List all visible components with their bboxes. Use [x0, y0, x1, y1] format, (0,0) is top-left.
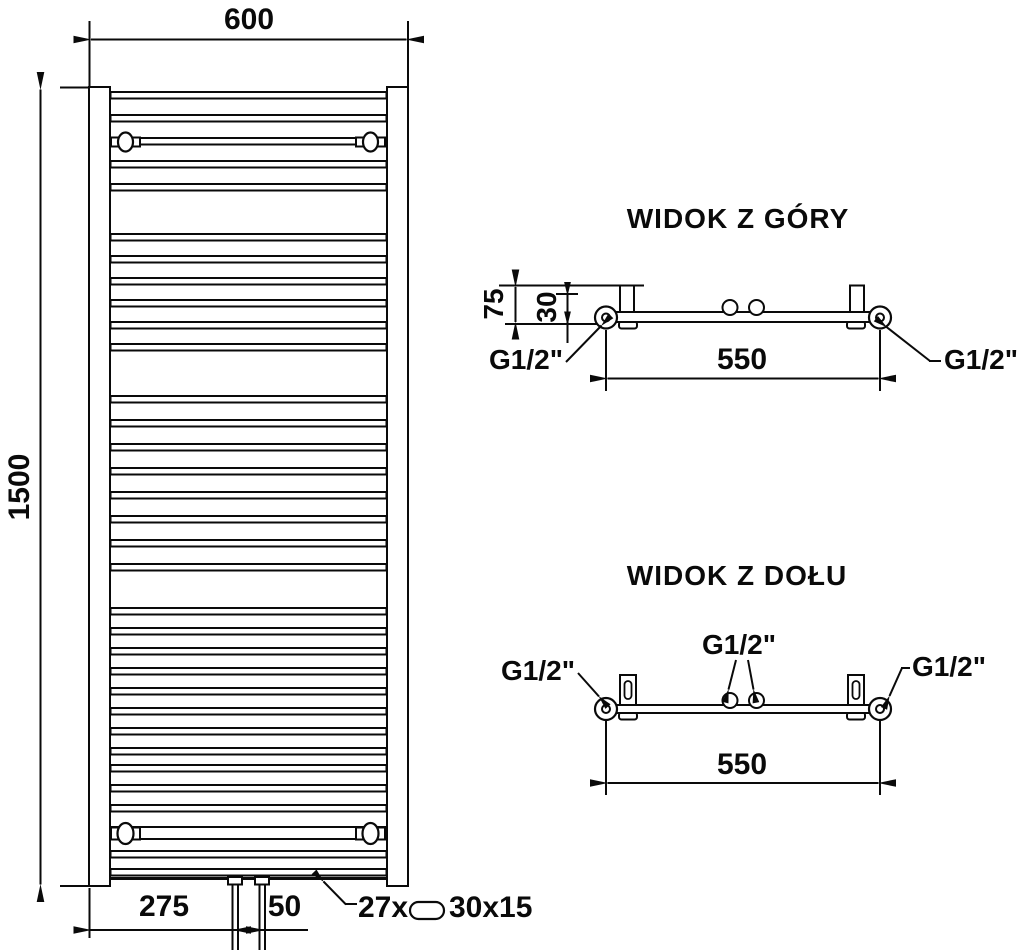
radiator-rung [109, 443, 388, 452]
rung-count-label: 27x [358, 891, 409, 924]
bracket-right [849, 284, 865, 313]
radiator-rung [109, 277, 388, 286]
rung-annotation [311, 869, 446, 921]
dim-height-1500 [36, 72, 90, 902]
dim-pipe-offset-label: 275 [138, 890, 190, 923]
top-view [499, 269, 941, 391]
radiator-rung [109, 687, 388, 696]
dim-centers-bottom-label: 550 [716, 748, 768, 781]
end-connection-left [593, 305, 619, 330]
bracket-left [619, 284, 635, 313]
radiator-rung [109, 255, 388, 264]
radiator-rung [109, 183, 388, 192]
radiator-rung [109, 114, 388, 123]
dim-width-label: 600 [223, 3, 275, 36]
radiator-rung [109, 707, 388, 716]
dim-pipe-spacing-label: 50 [267, 890, 302, 923]
bottom-view-title: WIDOK Z DOŁU [626, 560, 848, 591]
dim-centers-550-bottom [590, 721, 896, 795]
top-view-title: WIDOK Z GÓRY [626, 203, 850, 234]
radiator-rung [109, 826, 388, 840]
radiator-rung [109, 91, 388, 100]
end-connection-right [867, 696, 893, 722]
radiator-rung [109, 539, 388, 548]
center-connection-2 [748, 692, 765, 709]
radiator-rung [109, 137, 388, 146]
bracket-slot-right [851, 680, 861, 700]
dim-depth-label: 75 [478, 288, 509, 320]
wall-brackets-front [110, 131, 386, 846]
radiator-rung [109, 515, 388, 524]
dim-centers-top-label: 550 [716, 343, 768, 376]
radiator-rung [109, 607, 388, 616]
center-connection-2 [748, 299, 765, 316]
radiator-profile-bar [611, 311, 882, 323]
radiator-rung [109, 419, 388, 428]
radiator-rung [109, 804, 388, 813]
radiator-rung [109, 784, 388, 793]
end-connection-right [867, 305, 893, 330]
dim-centers-550-top [590, 330, 896, 391]
radiator-rung [109, 647, 388, 656]
radiator-rung [109, 747, 388, 756]
radiator-rung [109, 667, 388, 676]
rung-group [109, 91, 388, 877]
connection-left-bottom-label: G1/2" [501, 655, 575, 686]
radiator-rung [109, 299, 388, 308]
connection-left-top-label: G1/2" [489, 344, 563, 375]
connection-right-top-label: G1/2" [944, 344, 1018, 375]
connection-center-label: G1/2" [702, 629, 776, 660]
bottom-view [577, 659, 910, 795]
right-collector-tube [386, 86, 409, 887]
radiator-rung [109, 764, 388, 773]
dim-bottom-275-50 [73, 888, 308, 938]
bracket-left [619, 674, 637, 706]
bracket-slot-left [623, 680, 633, 700]
radiator-rung [109, 627, 388, 636]
radiator-rung [109, 343, 388, 352]
dim-width-600 [73, 21, 424, 86]
g12-leaders-top [565, 313, 941, 363]
center-connection-1 [721, 692, 739, 709]
dim-height-label: 1500 [3, 453, 36, 521]
radiator-rung [109, 321, 388, 330]
radiator-rung [109, 727, 388, 736]
dim-axis-label: 30 [531, 291, 562, 323]
radiator-profile-bar [611, 704, 882, 714]
front-view [36, 21, 446, 950]
end-connection-left [593, 696, 619, 722]
radiator-rung [109, 491, 388, 500]
dim-depth-75 [505, 269, 597, 340]
radiator-rung [109, 850, 388, 859]
oval-profile-icon [408, 900, 446, 921]
g12-leaders-bottom [577, 659, 910, 710]
radiator-rung [109, 467, 388, 476]
dim-axis-30 [556, 282, 578, 343]
left-collector-tube [88, 86, 111, 887]
center-connection-1 [721, 299, 739, 316]
bottom-connection-pipes [227, 876, 270, 950]
connection-right-bottom-label: G1/2" [912, 651, 986, 682]
radiator-rung [109, 868, 388, 877]
radiator-rung [109, 233, 388, 242]
rung-profile-label: 30x15 [449, 891, 533, 924]
radiator-rung [109, 160, 388, 169]
radiator-rung [109, 563, 388, 572]
bracket-right [847, 674, 865, 706]
radiator-rung [109, 395, 388, 404]
